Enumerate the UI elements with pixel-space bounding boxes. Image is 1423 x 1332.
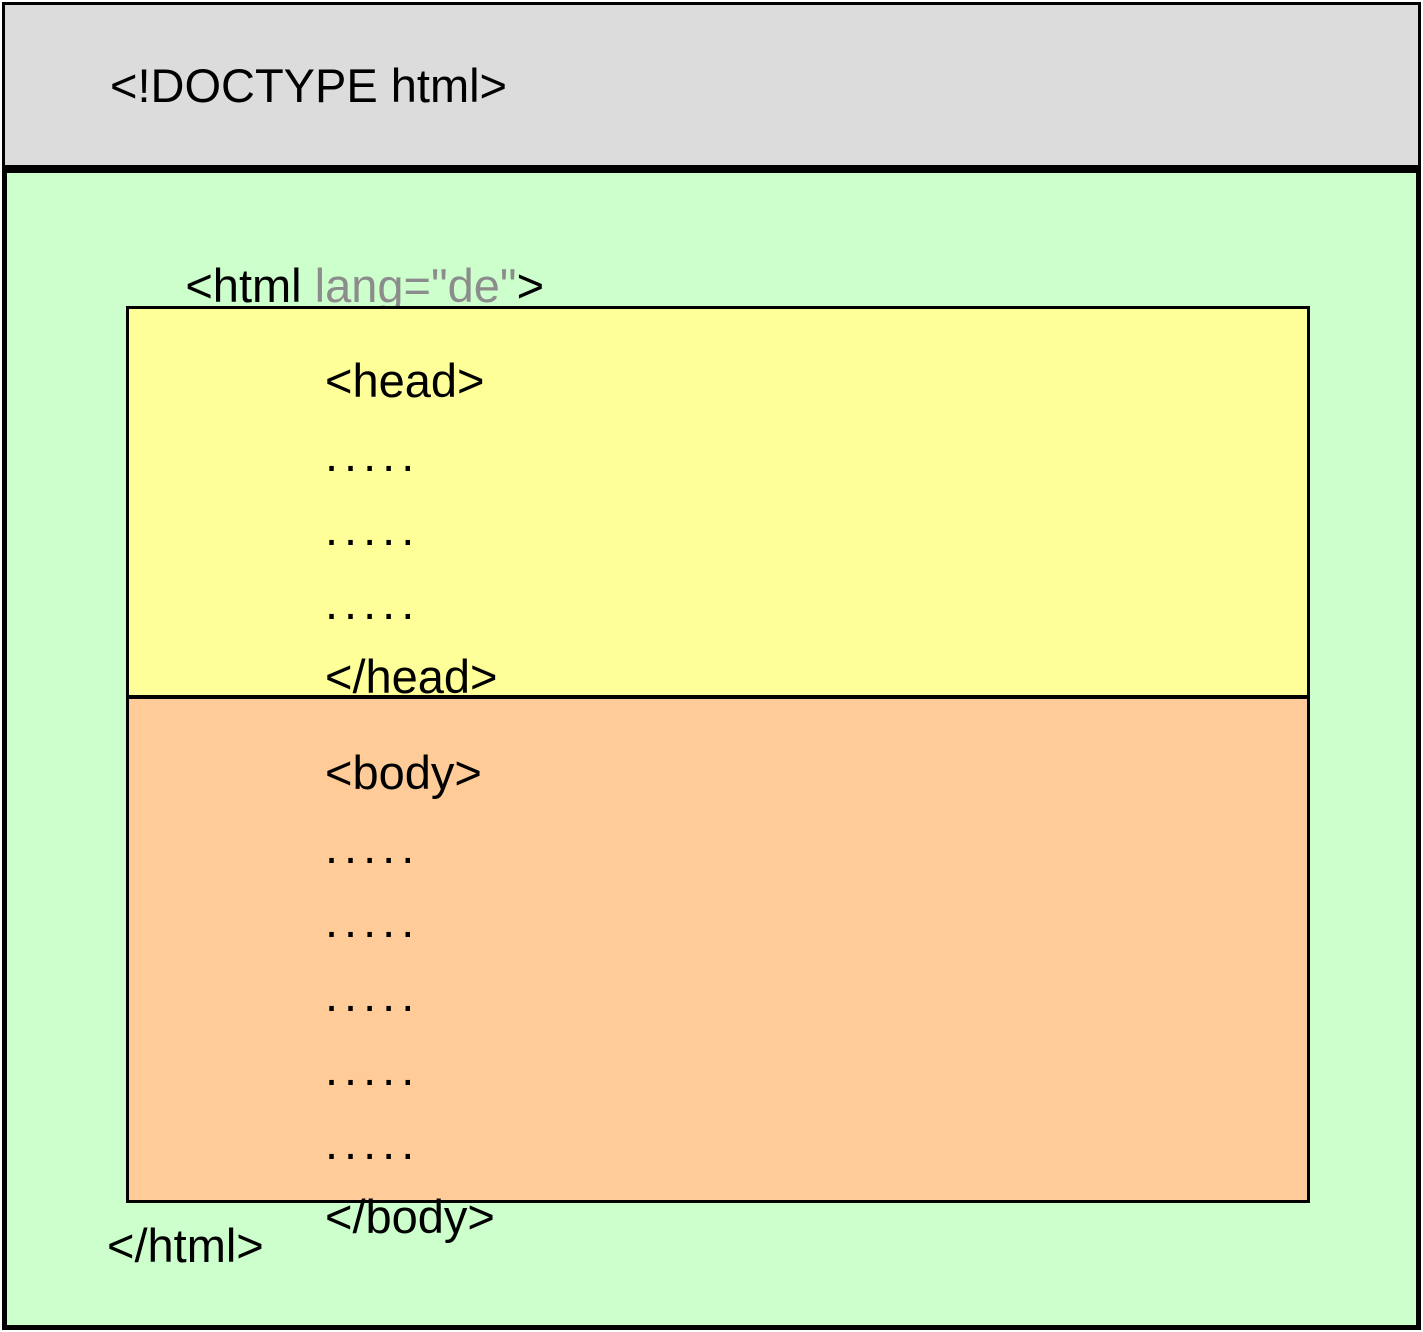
body-ellipsis-line: .....	[325, 968, 421, 1021]
doctype-label: <!DOCTYPE html>	[110, 58, 507, 112]
doctype-box: <!DOCTYPE html>	[2, 2, 1421, 168]
body-ellipsis-line: .....	[325, 820, 421, 873]
html-lang-attribute: lang="de"	[301, 259, 517, 312]
head-open-tag: <head>	[325, 354, 485, 407]
body-ellipsis-line: .....	[325, 894, 421, 947]
head-code-lines: <head> ..... ..... ..... </head>	[325, 357, 498, 700]
head-ellipsis-line: .....	[325, 502, 421, 555]
body-open-tag: <body>	[325, 746, 482, 799]
body-ellipsis-line: .....	[325, 1116, 421, 1169]
html-close-tag: </html>	[107, 1219, 264, 1272]
html-open-tag-name: <html	[185, 259, 302, 312]
head-ellipsis-line: .....	[325, 576, 421, 629]
head-close-tag: </head>	[325, 650, 498, 703]
body-ellipsis-line: .....	[325, 1042, 421, 1095]
head-element-box: <head> ..... ..... ..... </head>	[126, 306, 1310, 700]
body-close-tag: </body>	[325, 1190, 495, 1243]
body-code-lines: <body> ..... ..... ..... ..... ..... </b…	[325, 749, 495, 1240]
html-open-tag-bracket: >	[516, 259, 545, 312]
html-element-box: <html lang="de"> <head> ..... ..... ....…	[2, 168, 1421, 1330]
body-element-box: <body> ..... ..... ..... ..... ..... </b…	[126, 696, 1310, 1240]
head-ellipsis-line: .....	[325, 428, 421, 481]
html-open-tag: <html lang="de">	[107, 215, 544, 356]
